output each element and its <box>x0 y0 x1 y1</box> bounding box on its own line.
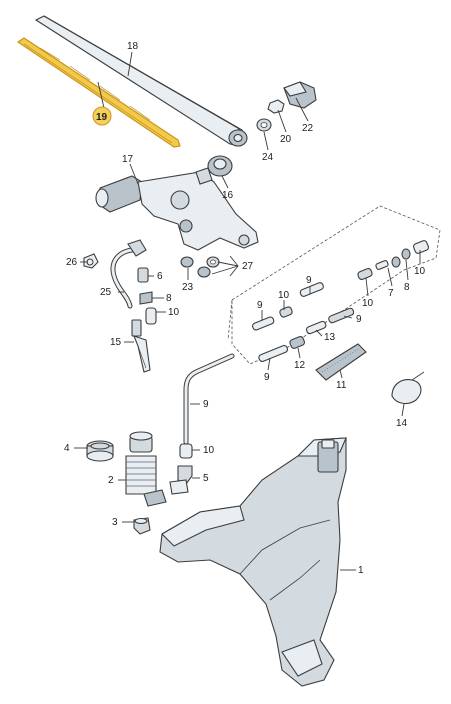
label-10-a: 10 <box>168 307 180 318</box>
label-18: 18 <box>127 41 139 52</box>
label-12: 12 <box>294 360 306 371</box>
label-9-e: 9 <box>203 399 209 410</box>
label-13: 13 <box>324 332 336 343</box>
label-2: 2 <box>108 475 114 486</box>
label-8: 8 <box>166 293 172 304</box>
seal-grommet[interactable] <box>207 155 233 177</box>
part-labels: 18 19 22 20 24 17 16 26 6 25 8 10 15 23 … <box>64 41 426 576</box>
label-15: 15 <box>110 337 122 348</box>
wiper-blade-highlighted[interactable] <box>16 37 181 148</box>
label-5: 5 <box>203 473 209 484</box>
hose-clip[interactable] <box>83 253 99 269</box>
label-27: 27 <box>242 261 254 272</box>
label-26: 26 <box>66 257 78 268</box>
washer-pump[interactable] <box>125 431 167 507</box>
label-17: 17 <box>122 154 134 165</box>
highlight-badge-19 <box>92 106 112 126</box>
routing-outline <box>227 205 441 365</box>
label-20: 20 <box>280 134 292 145</box>
leader-lines <box>74 51 421 571</box>
label-10-c: 10 <box>362 298 374 309</box>
wiper-motor[interactable] <box>95 167 259 251</box>
label-16: 16 <box>222 190 234 201</box>
connector-piece[interactable] <box>137 267 157 325</box>
pump-hose-connector[interactable] <box>169 443 193 495</box>
label-19: 19 <box>96 112 108 123</box>
insulating-sleeve[interactable] <box>315 343 367 381</box>
label-1: 1 <box>358 565 364 576</box>
label-7: 7 <box>388 288 394 299</box>
label-9-a: 9 <box>257 300 263 311</box>
washer[interactable] <box>256 118 272 132</box>
label-23: 23 <box>182 282 194 293</box>
pump-seal[interactable] <box>86 440 114 462</box>
wiper-arm[interactable] <box>34 15 248 147</box>
label-3: 3 <box>112 517 118 528</box>
hose-section-upper[interactable] <box>252 240 430 331</box>
nut[interactable] <box>267 99 285 114</box>
washer-jet[interactable] <box>131 319 151 373</box>
hose-to-pump[interactable] <box>183 353 235 445</box>
label-24: 24 <box>262 152 274 163</box>
label-10-e: 10 <box>203 445 215 456</box>
cover-cap[interactable] <box>283 81 317 109</box>
cable-strap[interactable] <box>391 371 425 405</box>
label-14: 14 <box>396 418 408 429</box>
label-4: 4 <box>64 443 70 454</box>
rubber-bush[interactable] <box>180 256 220 278</box>
label-9-d: 9 <box>264 372 270 383</box>
label-9-c: 9 <box>356 314 362 325</box>
washer-fluid-reservoir[interactable] <box>159 437 347 687</box>
label-22: 22 <box>302 123 314 134</box>
label-10-d: 10 <box>414 266 426 277</box>
label-25: 25 <box>100 287 112 298</box>
label-8-b: 8 <box>404 282 410 293</box>
hose-with-nozzle[interactable] <box>110 239 147 309</box>
label-9-b: 9 <box>306 275 312 286</box>
label-10-b: 10 <box>278 290 290 301</box>
hose-section-lower[interactable] <box>258 307 355 362</box>
label-11: 11 <box>336 380 347 391</box>
label-6: 6 <box>157 271 163 282</box>
pump-grommet[interactable] <box>133 517 151 535</box>
